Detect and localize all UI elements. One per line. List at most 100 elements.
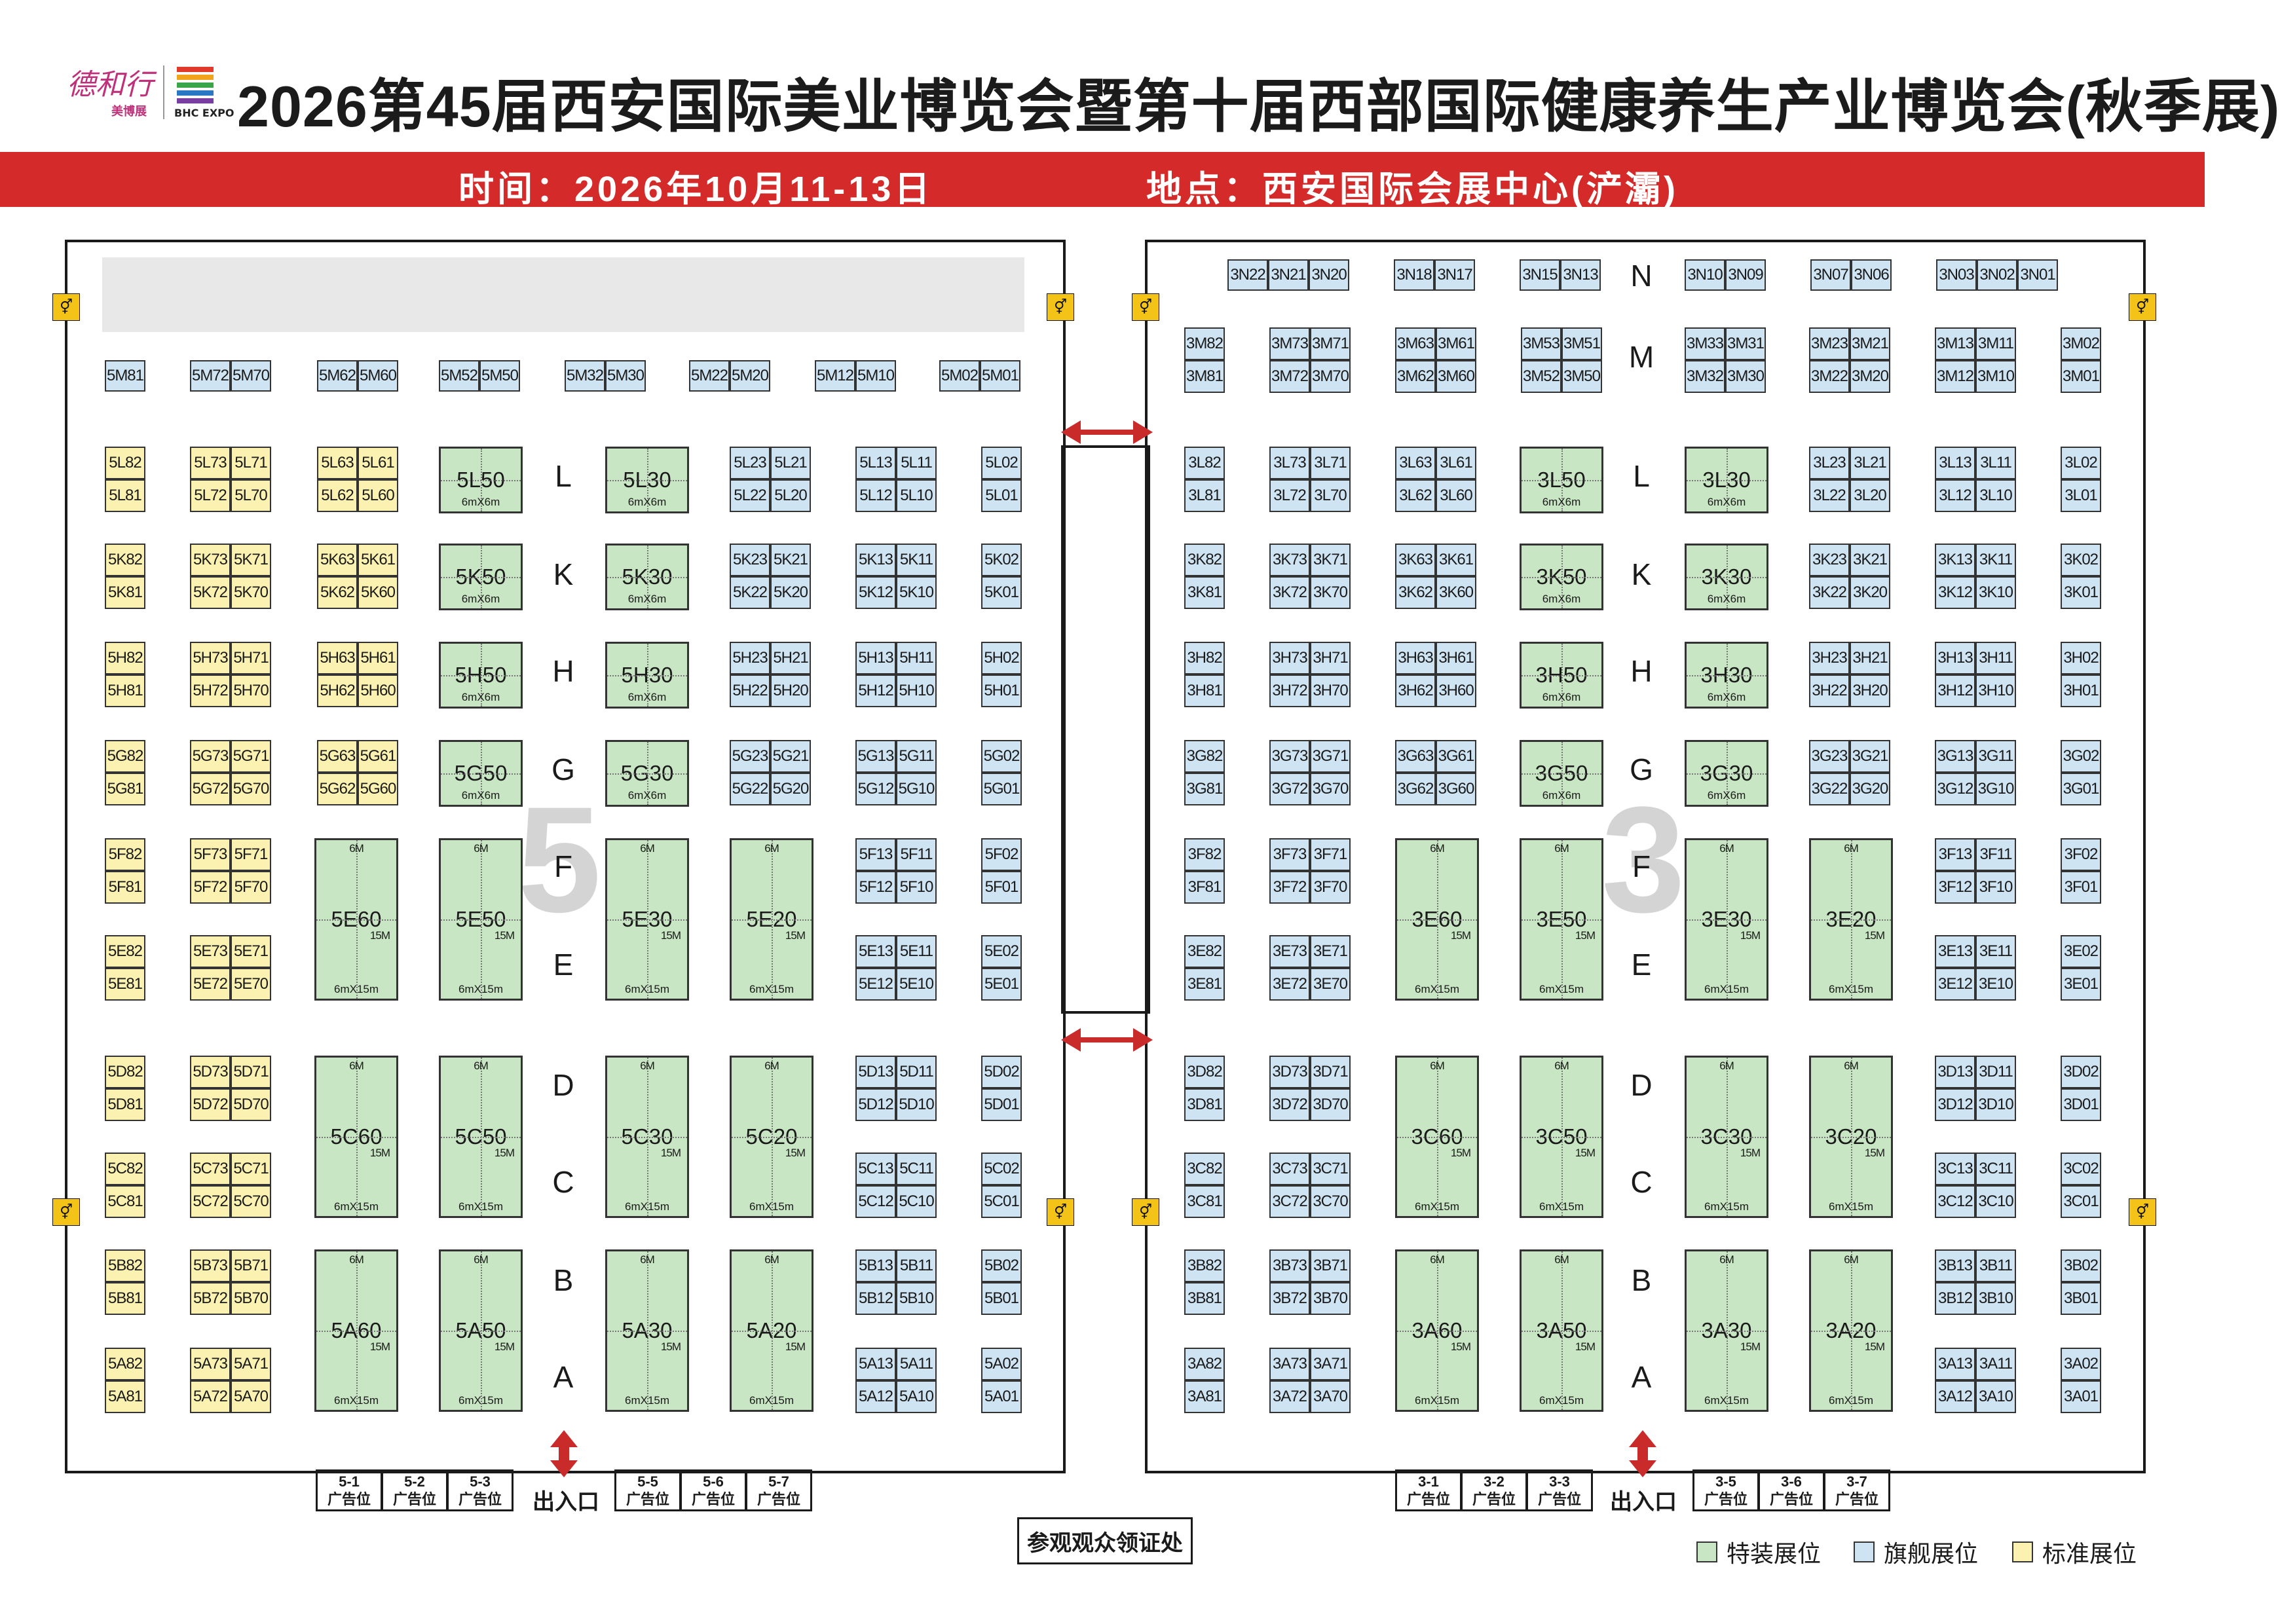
legend-item: 旗舰展位: [1854, 1539, 2017, 1567]
logo-expo: BHC EXPO: [174, 107, 234, 119]
booth: 3L01: [2061, 479, 2101, 512]
booth: 5C02: [981, 1153, 1022, 1185]
booth: 5C71: [231, 1153, 271, 1185]
booth: 3C11: [1975, 1153, 2016, 1185]
booth: 3M20: [1850, 360, 1890, 393]
restroom-icon: ⚥: [1047, 293, 1074, 321]
booth: 5K71: [231, 544, 271, 576]
booth: 3H71: [1310, 642, 1351, 674]
booth: 3E82: [1184, 935, 1225, 968]
booth: 5E81: [105, 968, 145, 1001]
row-letter: H: [552, 654, 574, 688]
booth: 5K01: [981, 576, 1022, 609]
booth: 5K21: [770, 544, 811, 576]
booth: 5B10: [896, 1282, 937, 1315]
booth: 5D01: [981, 1088, 1022, 1121]
booth: 3E02: [2061, 935, 2101, 968]
booth: 3B73: [1269, 1249, 1310, 1282]
row-letter: F: [553, 849, 573, 883]
booth: 5M50: [479, 360, 520, 392]
booth: 3N06: [1851, 259, 1892, 291]
legend-swatch: [1854, 1541, 1875, 1562]
booth: 3K70: [1310, 576, 1351, 609]
booth: 5C12: [855, 1185, 896, 1218]
booth: 3L10: [1975, 479, 2016, 512]
booth: 3H70: [1310, 674, 1351, 707]
booth: 3F02: [2061, 838, 2101, 871]
booth: 3G20: [1850, 773, 1890, 805]
booth: 3H23: [1809, 642, 1850, 674]
booth: 3M01: [2061, 360, 2101, 393]
logo-sub: 美博展: [111, 104, 147, 119]
booth: 5A11: [896, 1348, 937, 1380]
booth: 3N02: [1977, 259, 2017, 291]
booth: 5M70: [231, 360, 271, 392]
booth: 5M52: [439, 360, 479, 392]
booth: 3D72: [1269, 1088, 1310, 1121]
booth: 5H01: [981, 674, 1022, 707]
row-letter: L: [1633, 459, 1650, 493]
booth: 5A70: [231, 1380, 271, 1413]
booth: 3E10: [1975, 968, 2016, 1001]
booth: 5F02: [981, 838, 1022, 871]
booth: 5K22: [730, 576, 770, 609]
booth: 5B01: [981, 1282, 1022, 1315]
booth: 5K62: [317, 576, 358, 609]
booth: 5K12: [855, 576, 896, 609]
booth: 5F82: [105, 838, 145, 871]
booth: 5A73: [190, 1348, 231, 1380]
booth: 3F72: [1269, 871, 1310, 904]
booth: 3G12: [1935, 773, 1975, 805]
booth: 3M13: [1935, 327, 1975, 360]
booth: 3L63: [1395, 447, 1436, 479]
booth: 3L02: [2061, 447, 2101, 479]
booth: 5D82: [105, 1056, 145, 1088]
booth: 5E01: [981, 968, 1022, 1001]
booth: 3E70: [1310, 968, 1351, 1001]
booth: 3M63: [1395, 327, 1436, 360]
booth: 5D13: [855, 1056, 896, 1088]
booth: 3F13: [1935, 838, 1975, 871]
booth: 3B11: [1975, 1249, 2016, 1282]
booth: 3M23: [1809, 327, 1850, 360]
booth: 3H60: [1436, 674, 1476, 707]
booth: 5L10: [896, 479, 937, 512]
booth: 5L01: [981, 479, 1022, 512]
row-letter: B: [1631, 1263, 1652, 1297]
booth: 3N21: [1268, 259, 1309, 291]
booth: 5C10: [896, 1185, 937, 1218]
booth: 3C73: [1269, 1153, 1310, 1185]
booth: 5E13: [855, 935, 896, 968]
booth: 3C10: [1975, 1185, 2016, 1218]
booth: 3N01: [2017, 259, 2058, 291]
booth: 5A02: [981, 1348, 1022, 1380]
booth: 5C01: [981, 1185, 1022, 1218]
booth: 5A81: [105, 1380, 145, 1413]
booth: 5D10: [896, 1088, 937, 1121]
booth: 3D02: [2061, 1056, 2101, 1088]
booth: 3N22: [1227, 259, 1268, 291]
booth: 5A13: [855, 1348, 896, 1380]
booth: 5G21: [770, 740, 811, 773]
restroom-icon: ⚥: [1132, 293, 1159, 321]
booth: 5H10: [896, 674, 937, 707]
booth: 3B70: [1310, 1282, 1351, 1315]
booth: 5L12: [855, 479, 896, 512]
entrance-arrow-icon: [1629, 1430, 1656, 1477]
